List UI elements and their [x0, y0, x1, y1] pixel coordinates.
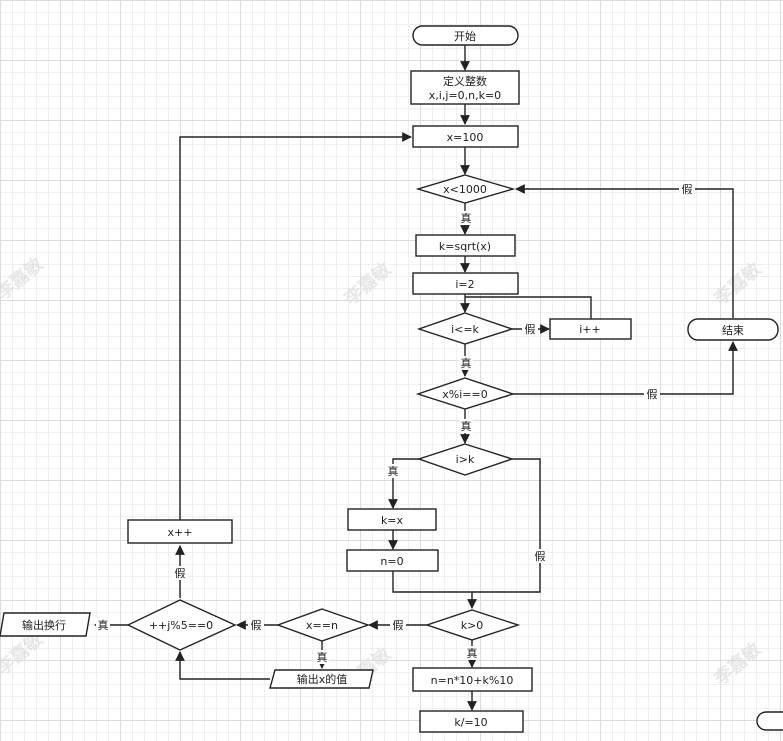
cond-x-mod-i[interactable]: [415, 377, 516, 410]
n-zero-label: n=0: [380, 555, 403, 568]
cond-x-eq-n[interactable]: [275, 608, 371, 642]
cond-j-mod-5-label: ++j%5==0: [149, 619, 213, 632]
define-box[interactable]: [410, 70, 520, 105]
label-false: 假: [525, 322, 536, 336]
start-label: 开始: [454, 29, 476, 43]
edge-labels: 真 假 假 真 假 真 真 假 真 假 假 真 真 假: [96, 182, 695, 664]
edge-igtk-kx: [388, 458, 420, 509]
k-sqrt-label: k=sqrt(x): [439, 240, 491, 253]
cond-i-gt-k-label: i>k: [456, 453, 475, 466]
cond-x-lt-1000[interactable]: [415, 174, 516, 204]
cond-x-mod-i-label: x%i==0: [442, 388, 487, 401]
cond-i-gt-k[interactable]: [416, 443, 515, 476]
output-x-label: 输出x的值: [297, 672, 348, 686]
label-true: 真: [388, 464, 399, 478]
partial-terminal: [756, 711, 783, 731]
label-true: 真: [467, 646, 478, 660]
cond-k-gt-0-label: k>0: [461, 619, 484, 632]
cond-i-le-k-label: i<=k: [451, 323, 479, 336]
edge-xinc-xinit: [179, 132, 412, 520]
k-div-box[interactable]: [419, 710, 524, 733]
label-true: 真: [461, 211, 472, 225]
label-true: 真: [317, 650, 328, 664]
edge-iinc-loop: [465, 296, 592, 319]
cond-j-mod-5[interactable]: [126, 599, 237, 651]
label-true: 真: [461, 356, 472, 370]
x-init-label: x=100: [447, 131, 484, 144]
cond-i-le-k[interactable]: [416, 312, 515, 345]
define-label-2: x,i,j=0,n,k=0: [429, 89, 501, 102]
end-label: 结束: [722, 324, 744, 337]
edge-output-jmod: [175, 651, 270, 680]
edge-end-cond: [515, 184, 734, 318]
n-calc-box[interactable]: [412, 667, 533, 692]
label-true: 真: [461, 419, 472, 433]
define-label-1: 定义整数: [443, 74, 487, 88]
output-newline-parallelogram[interactable]: [0, 612, 91, 637]
n-calc-label: n=n*10+k%10: [431, 674, 514, 687]
i-init-label: i=2: [455, 278, 474, 291]
edge-igtk-false: [472, 458, 541, 593]
k-eq-x-label: k=x: [381, 514, 404, 527]
label-false: 假: [175, 566, 186, 580]
label-true: 真: [98, 618, 109, 632]
i-inc-label: i++: [579, 323, 601, 336]
k-div-label: k/=10: [454, 716, 487, 729]
label-false: 假: [535, 549, 546, 563]
k-sqrt-box[interactable]: [415, 234, 516, 257]
label-false: 假: [682, 182, 693, 196]
i-inc-box[interactable]: [549, 318, 632, 340]
i-init-box[interactable]: [412, 272, 519, 295]
cond-x-lt-1000-label: x<1000: [443, 183, 487, 196]
cond-k-gt-0[interactable]: [424, 609, 521, 641]
output-x-parallelogram[interactable]: [269, 669, 374, 689]
end-terminal[interactable]: [687, 318, 779, 341]
x-inc-label: x++: [168, 526, 193, 539]
x-inc-box[interactable]: [127, 519, 233, 544]
label-false: 假: [251, 618, 262, 632]
output-newline-label: 输出换行: [22, 618, 66, 632]
label-false: 假: [393, 618, 404, 632]
label-false: 假: [647, 387, 658, 401]
edge-xmodi-end: [513, 341, 738, 395]
cond-x-eq-n-label: x==n: [306, 619, 338, 632]
edge-n0-kgt0: [392, 571, 477, 609]
start-terminal[interactable]: [412, 25, 519, 46]
x-init-box[interactable]: [412, 125, 519, 148]
k-eq-x-box[interactable]: [347, 508, 437, 531]
n-zero-box[interactable]: [346, 549, 439, 572]
